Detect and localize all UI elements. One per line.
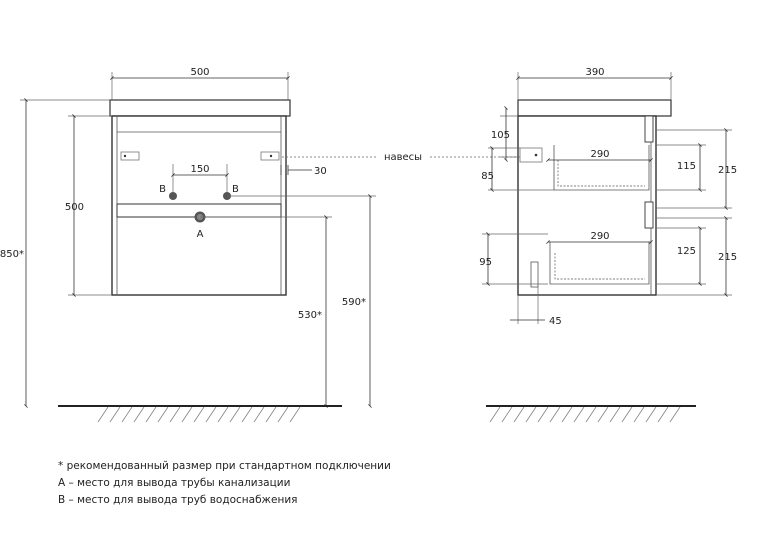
note-asterisk: * рекомендованный размер при стандартном… [58, 460, 391, 472]
bottom-drawer-depth-label: 290 [590, 231, 609, 242]
hole-spacing-label: 150 [190, 164, 209, 175]
side-cabinet-body [517, 115, 657, 296]
top-drawer-height-label: 215 [718, 165, 737, 176]
side-view: 390 105 85 290 115 215 290 125 [479, 67, 737, 423]
side-hanger [519, 147, 543, 163]
bottom-gap-label: 45 [549, 316, 562, 327]
label-b-left: B [159, 184, 166, 195]
label-b-right: B [232, 184, 239, 195]
drain-height-label: 530* [298, 310, 322, 321]
front-view: 500 150 B B A 30 500 850* 530* 590* [0, 67, 376, 423]
top-hanger-drop-label: 105 [491, 130, 510, 141]
hangers-label: навесы [384, 152, 422, 163]
top-drawer-offset-label: 85 [481, 171, 494, 182]
front-sink-top [109, 99, 291, 117]
label-a: A [197, 229, 204, 240]
bottom-drawer-inner-height-label: 125 [677, 246, 696, 257]
hanger-offset-label: 30 [314, 166, 327, 177]
side-bottom-drawer [549, 242, 650, 285]
hangers-callout: навесы [282, 152, 530, 163]
left-hanger [120, 151, 140, 161]
side-sink-top [517, 99, 672, 117]
water-outlet-b-left [169, 192, 177, 200]
water-height-label: 590* [342, 297, 366, 308]
side-depth-label: 390 [585, 67, 604, 78]
bottom-drawer-height-label: 215 [718, 252, 737, 263]
body-height-label: 500 [65, 202, 84, 213]
note-b: В – место для вывода труб водоснабжения [58, 494, 298, 506]
legend-notes: * рекомендованный размер при стандартном… [58, 458, 391, 509]
top-drawer-inner-height-label: 115 [677, 161, 696, 172]
bottom-drawer-offset-label: 95 [479, 257, 492, 268]
side-top-drawer [553, 145, 650, 191]
top-drawer-depth-label: 290 [590, 149, 609, 160]
front-width-label: 500 [190, 67, 209, 78]
total-height-label: 850* [0, 249, 24, 260]
note-a: А – место для вывода трубы канализации [58, 477, 291, 489]
